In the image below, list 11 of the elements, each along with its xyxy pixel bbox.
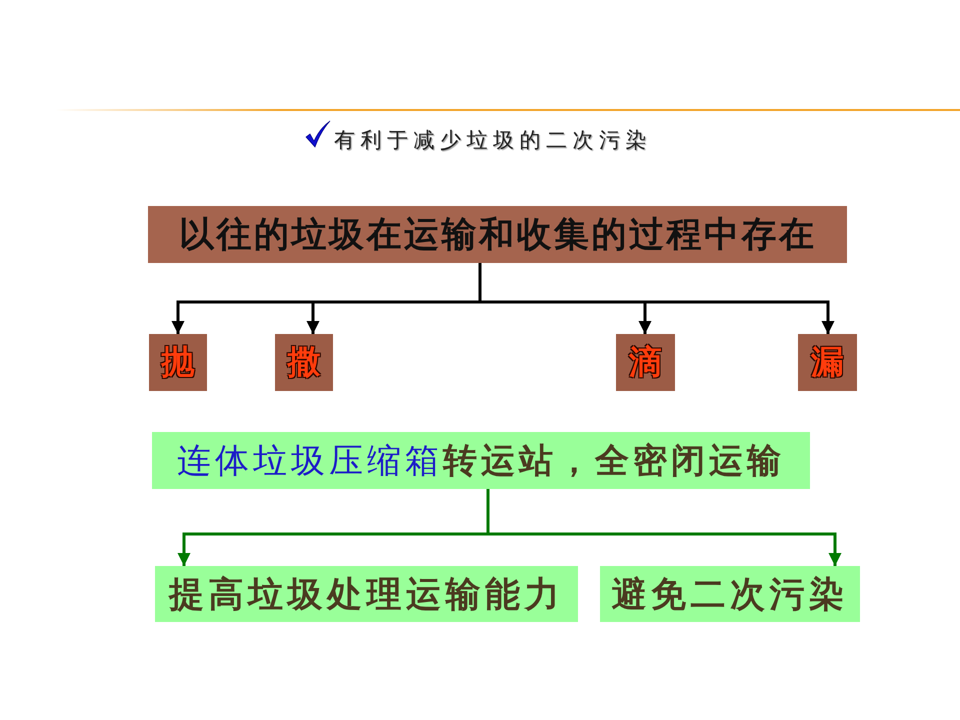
result-box: 提高垃圾处理运输能力 — [155, 566, 578, 622]
problem-box: 以往的垃圾在运输和收集的过程中存在 — [148, 206, 847, 263]
slide-title: 有利于减少垃圾的二次污染 — [334, 127, 652, 154]
connector-arrow — [478, 263, 834, 334]
result-box: 避免二次污染 — [600, 566, 860, 622]
character-tile: 漏 — [798, 334, 857, 391]
character-tile: 滴 — [616, 334, 675, 391]
character-tile: 抛 — [149, 334, 207, 391]
connector-arrow — [486, 489, 842, 566]
solution-box: 连体垃圾压缩箱转运站，全密闭运输 — [152, 432, 810, 489]
character-tile: 撒 — [275, 334, 333, 391]
